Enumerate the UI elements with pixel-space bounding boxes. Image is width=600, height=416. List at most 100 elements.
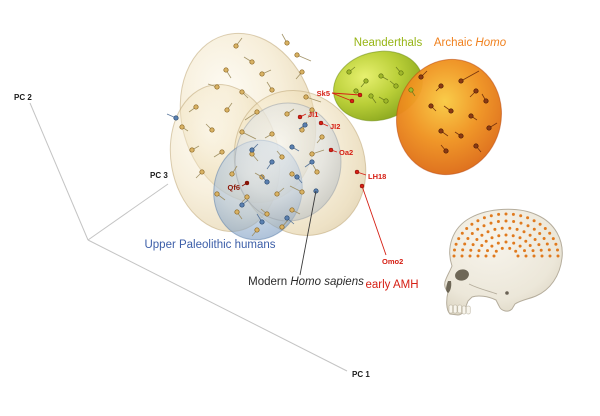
landmark-dot [480, 244, 484, 247]
landmark-dot [526, 224, 530, 228]
landmark-dot [465, 227, 469, 230]
modern-point [279, 154, 285, 160]
landmark-dot [497, 234, 501, 238]
modern-point [279, 224, 285, 230]
specimen-point-ji1 [297, 114, 303, 120]
axis-label-pc1: PC 1 [352, 370, 370, 379]
landmark-dot [500, 246, 504, 250]
landmark-dot [457, 237, 461, 241]
specimen-point-oa2 [328, 147, 334, 153]
modern-point [314, 169, 320, 175]
landmark-dot [482, 224, 486, 228]
landmark-dot [504, 212, 508, 216]
landmark-dot [518, 244, 522, 248]
modern-point [234, 209, 240, 215]
modern-point [239, 89, 245, 95]
axis-line-pc1 [87, 239, 348, 372]
modern-point [214, 191, 220, 197]
landmark-dot [494, 249, 498, 253]
landmark-dot [489, 214, 493, 218]
landmark-dot [468, 254, 472, 258]
skull-tooth [457, 304, 462, 314]
landmark-dot [556, 254, 560, 258]
landmark-dot [531, 249, 535, 253]
archaic-point [448, 108, 454, 114]
landmark-dot [466, 237, 470, 240]
landmark-dot [556, 248, 559, 252]
landmark-dot [477, 249, 481, 253]
skull-tooth [461, 305, 467, 315]
archaic-point [486, 125, 492, 131]
modern-point [239, 129, 245, 135]
modern-point [294, 52, 300, 58]
label-modern-homo-sapiens: Modern Homo sapiens [248, 276, 364, 288]
landmark-dot [504, 240, 508, 244]
landmark-dot [508, 226, 512, 230]
landmark-dot [524, 239, 528, 243]
landmark-dot [482, 216, 486, 220]
landmark-dot [484, 254, 488, 258]
landmark-dot [471, 243, 475, 247]
landmark-dot [537, 243, 541, 247]
upper_paleolithic-point [239, 202, 245, 208]
landmark-dot [526, 216, 530, 220]
landmark-dot [500, 226, 504, 230]
landmark-dot [528, 233, 532, 237]
landmark-dot [453, 248, 456, 252]
landmark-dot [463, 242, 467, 246]
specimen-leader-sk5 [331, 92, 353, 102]
neanderthal-point [398, 70, 404, 76]
specimen-label-ji2: JI2 [330, 122, 340, 131]
modern-homo-sapiens-leader [299, 190, 317, 276]
specimen-label-omo2: Omo2 [382, 257, 403, 266]
landmark-dot [554, 242, 558, 246]
upper_paleolithic-point [264, 179, 270, 185]
upper_paleolithic-point [294, 174, 300, 180]
landmark-dot [489, 221, 493, 225]
archaic-pin [460, 70, 480, 82]
modern-point [299, 127, 305, 133]
specimen-leader-omo2 [361, 185, 387, 256]
skull-ear-hole [505, 291, 509, 295]
landmark-dot [532, 219, 536, 223]
landmark-dot [460, 254, 464, 258]
specimen-point-sk5 [357, 92, 363, 98]
axis-label-pc2: PC 2 [14, 93, 32, 102]
landmark-dot [528, 244, 532, 247]
landmark-dot [540, 254, 544, 258]
skull-eye-socket [455, 269, 469, 281]
modern-point [193, 104, 199, 110]
modern-point [319, 134, 325, 140]
landmark-dot [476, 254, 480, 258]
archaic-point [468, 113, 474, 119]
landmark-dot [532, 254, 536, 258]
landmark-dot [469, 248, 473, 252]
landmark-dot [523, 249, 526, 253]
label-neanderthals: Neanderthals [354, 37, 423, 49]
landmark-dot [512, 241, 516, 245]
landmark-dot [480, 233, 484, 237]
modern-point [214, 84, 220, 90]
modern-point [264, 211, 270, 217]
upper_paleolithic-point [289, 144, 295, 150]
specimen-point-omo2 [359, 183, 365, 189]
specimen-label-qf6: Qf6 [227, 183, 240, 192]
archaic-point [418, 74, 424, 80]
modern-point [189, 147, 195, 153]
modern-point [269, 131, 275, 137]
axis-line-pc2 [29, 102, 89, 241]
modern-point [249, 59, 255, 65]
upper_paleolithic-point [173, 115, 179, 121]
neanderthal-point [378, 73, 384, 79]
landmark-dot [486, 230, 490, 234]
skull-cranium [444, 208, 563, 316]
landmark-dot [522, 230, 526, 234]
landmark-dot [538, 232, 542, 235]
landmark-dot [545, 242, 549, 246]
landmark-dot [539, 248, 543, 252]
landmark-dot [496, 220, 500, 223]
upper_paleolithic-point [284, 215, 290, 221]
archaic-point [443, 148, 449, 154]
ellipsoid-modern-homo-sapiens-sphere [234, 102, 342, 222]
